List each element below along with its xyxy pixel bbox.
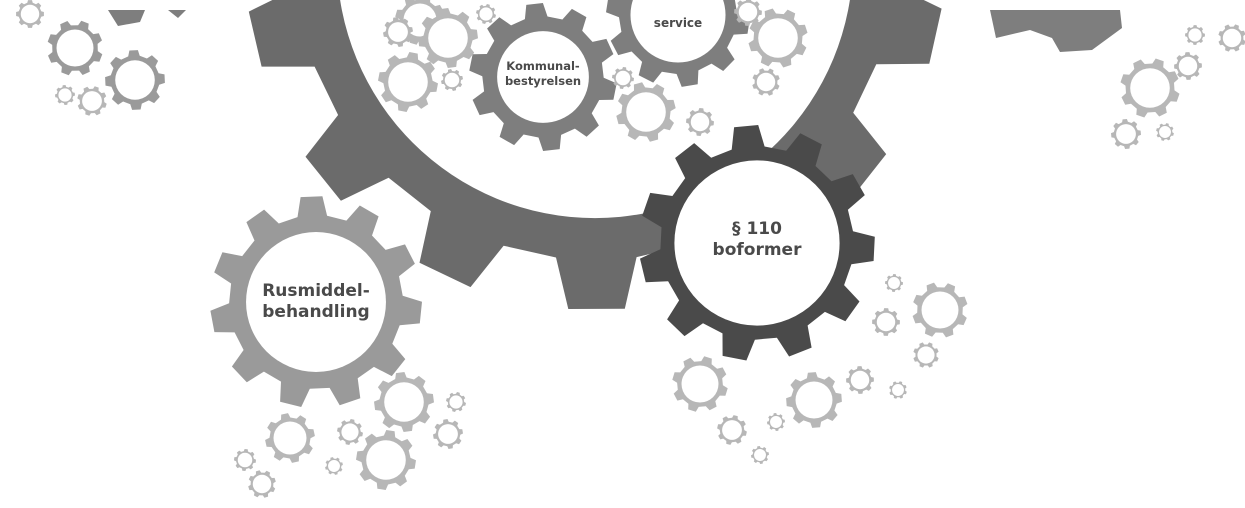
small-gear-11-hole [445,73,460,88]
small-gear-10-hole [388,62,428,102]
small-gear-1 [16,0,44,28]
small-gear-27 [337,419,363,445]
small-gear-43-hole [754,449,766,461]
small-gear-32-hole [253,475,271,493]
small-gear-5-hole [58,88,71,101]
small-gear-25 [446,392,466,412]
small-gear-19 [1218,24,1245,51]
small-gear-15-hole [758,18,798,58]
small-gear-33 [885,274,903,292]
small-gear-26-hole [438,424,458,444]
small-gear-7 [418,8,478,68]
small-gear-4 [77,86,106,115]
small-gear-38 [889,381,907,399]
small-gear-31-hole [238,453,253,468]
rusmiddel-label-line2: behandling [262,302,369,322]
small-gear-20 [1174,52,1202,80]
small-gear-21 [1121,59,1180,118]
paragraf110-label-line2: boformer [713,240,803,260]
rusmiddel-label-line1: Rusmiddel- [262,281,370,301]
small-gear-41-hole [770,416,782,428]
small-gear-13 [616,82,675,141]
small-gear-2 [48,21,103,76]
small-gear-34 [913,283,968,338]
kommunal-label-line1: Kommunal- [506,59,580,73]
small-gear-37 [846,366,874,394]
top-right-gear [990,10,1122,52]
small-gear-23-hole [1159,126,1171,138]
small-gear-37-hole [851,371,869,389]
small-gear-20-hole [1179,57,1197,75]
small-gear-14 [686,108,714,136]
small-gear-24 [374,372,434,432]
small-gear-36-hole [917,346,934,363]
small-gear-18 [1185,25,1205,45]
small-gear-8-hole [479,7,492,20]
small-gear-39-hole [796,382,833,419]
small-gear-36 [913,342,938,367]
small-gear-28 [265,413,315,463]
small-gear-10 [378,52,438,112]
small-gear-42 [717,415,747,445]
small-gear-3-hole [115,60,155,100]
small-gear-24-hole [384,382,424,422]
small-gear-27-hole [341,423,358,440]
small-gear-4-hole [82,91,102,111]
small-gear-1-hole [21,5,39,23]
small-gear-29-hole [366,440,406,480]
small-gear-12-hole [616,71,631,86]
small-gear-34-hole [922,292,959,329]
small-gear-8 [476,4,496,24]
small-gear-11 [441,69,463,91]
kommunal-label-line2: bestyrelsen [505,74,581,88]
small-gear-14-hole [691,113,709,131]
top-left-gear-fragment [108,10,145,26]
small-gear-26 [433,419,463,449]
paragraf110-label-line1: § 110 [732,219,782,239]
small-gear-33-hole [888,277,900,289]
small-gear-35 [872,308,900,336]
small-gear-30 [325,457,343,475]
small-gear-18-hole [1188,28,1201,41]
small-gear-31 [234,449,256,471]
small-gear-32 [248,470,276,498]
rusmiddel-gear-label: Rusmiddel- behandling [262,281,370,322]
small-gear-25-hole [449,395,462,408]
small-gear-19-hole [1223,29,1241,47]
small-gear-29 [356,430,416,490]
service-label: service [654,16,702,30]
small-gear-21-hole [1130,68,1170,108]
small-gear-22-hole [1116,124,1136,144]
small-gear-7-hole [428,18,468,58]
small-gear-35-hole [877,313,895,331]
small-gear-40 [672,356,727,411]
small-gear-42-hole [722,420,742,440]
small-gear-41 [767,413,785,431]
small-gear-3 [105,50,165,110]
small-gear-38-hole [892,384,904,396]
small-gear-39 [786,372,842,428]
small-gear-30-hole [328,460,340,472]
small-gear-12 [612,67,634,89]
top-left-gear-fragment-2 [168,10,186,18]
small-gear-16-hole [739,3,757,21]
small-gear-43 [751,446,769,464]
small-gear-13-hole [626,92,666,132]
small-gear-28-hole [274,422,307,455]
small-gear-40-hole [682,366,719,403]
small-gear-22 [1111,119,1141,149]
small-gear-5 [55,85,75,105]
kommunal-gear-label: Kommunal- bestyrelsen [505,59,581,88]
small-gear-2-hole [57,30,94,67]
small-gear-17 [752,68,779,95]
small-gear-23 [1156,123,1174,141]
small-gear-17-hole [757,73,775,91]
small-gear-9-hole [388,22,408,42]
